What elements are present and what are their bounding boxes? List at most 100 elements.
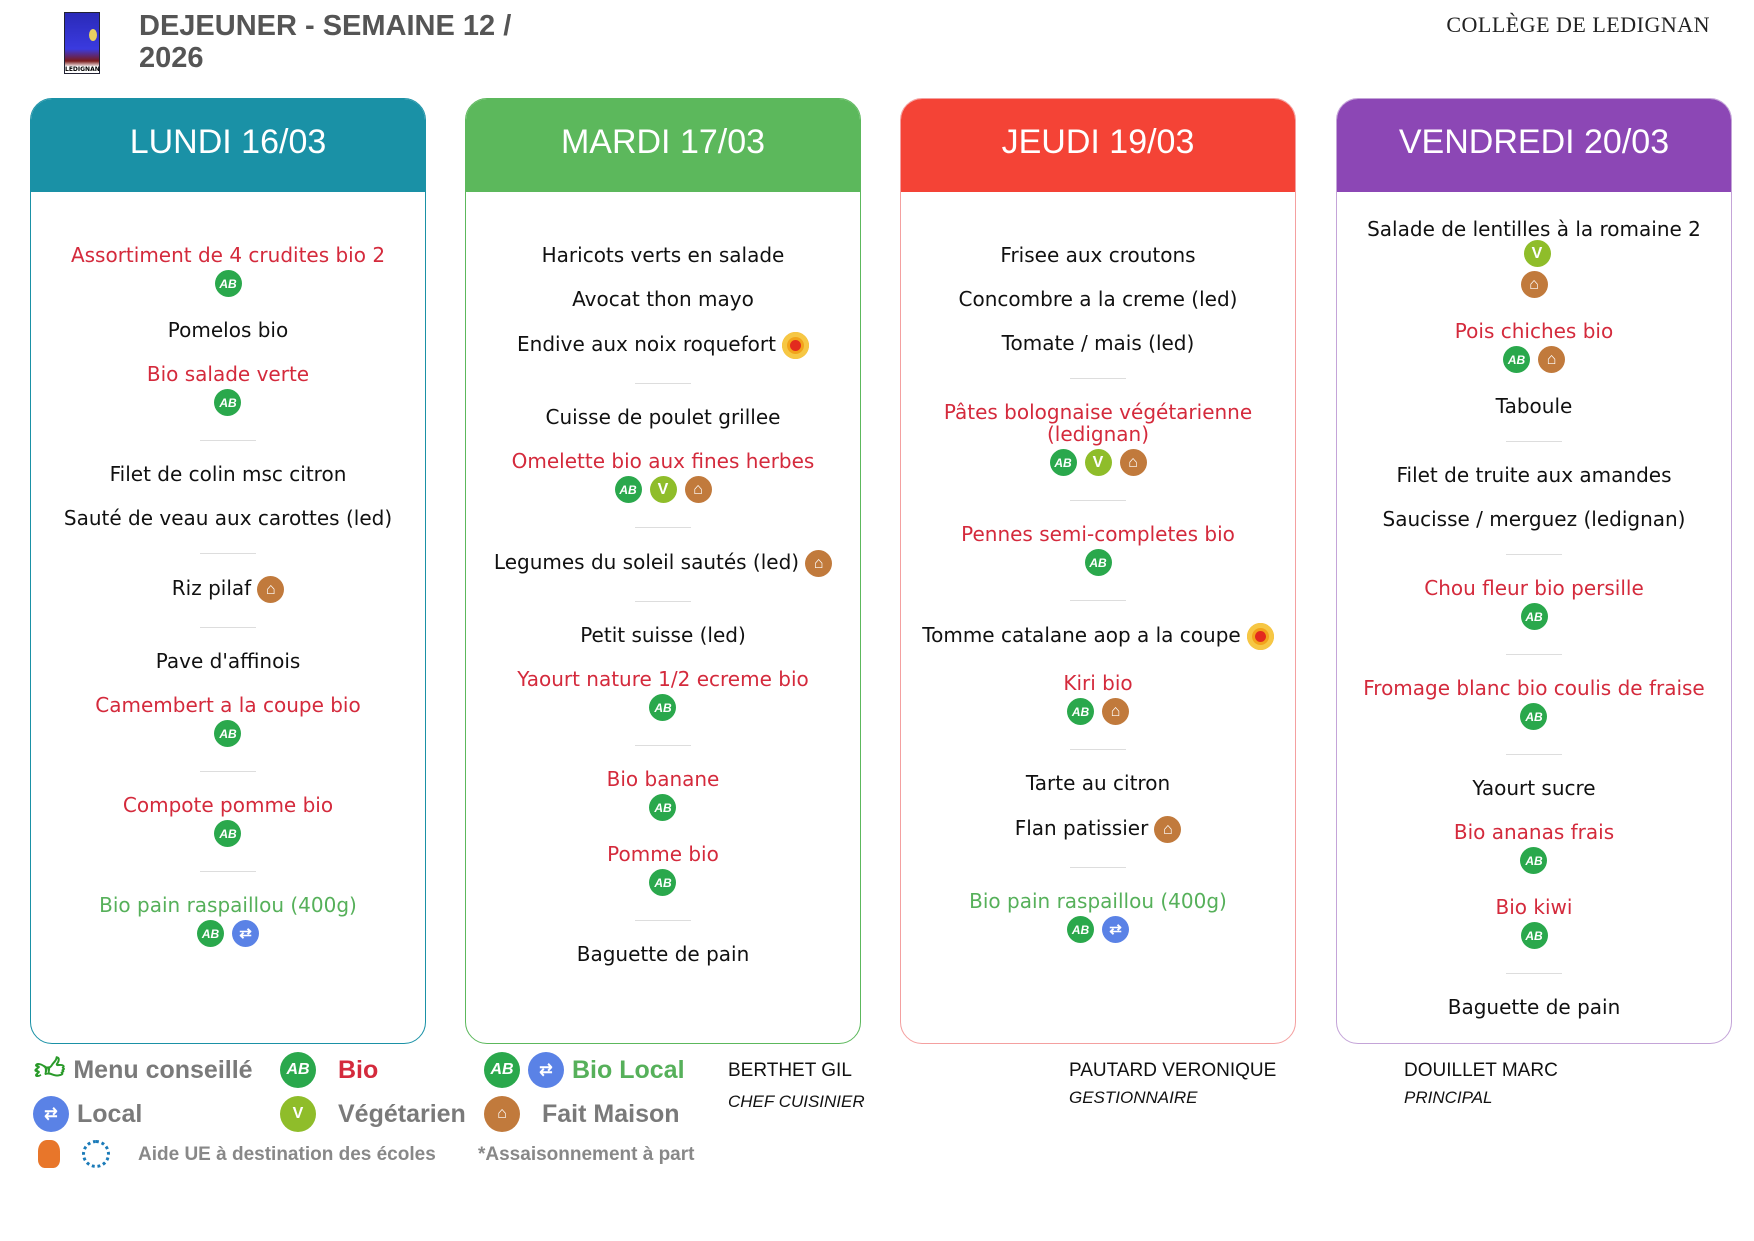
menu-item-name: Flan patissier bbox=[1014, 816, 1149, 840]
menu-item-name: Concombre a la creme (led) bbox=[958, 287, 1238, 311]
vegetarian-leaf-icon: V bbox=[649, 476, 677, 503]
course-divider bbox=[200, 553, 256, 554]
menu-item: Endive aux noix roquefort bbox=[497, 332, 829, 359]
bio-icon: AB bbox=[649, 794, 677, 821]
menu-item-name: Bio pain raspaillou (400g) bbox=[969, 889, 1227, 913]
legend-label: Local bbox=[77, 1099, 143, 1128]
menu-item-name: Pomme bio bbox=[607, 842, 719, 866]
label-icons: AB bbox=[517, 694, 809, 721]
aop-label-icon bbox=[781, 332, 809, 359]
menu-item-name: Filet de truite aux amandes bbox=[1396, 463, 1672, 487]
menu-item-name: Pomelos bio bbox=[167, 318, 289, 342]
menu-item-name: Pâtes bolognaise végétarienne (ledignan) bbox=[943, 400, 1253, 446]
menu-item: Filet de colin msc citron bbox=[90, 463, 367, 485]
menu-item-name: Cuisse de poulet grillee bbox=[545, 405, 781, 429]
bio-icon: AB bbox=[614, 476, 642, 503]
menu-item: Baguette de pain bbox=[557, 943, 770, 965]
local-handshake-icon: ⇄ bbox=[232, 920, 259, 947]
course-divider bbox=[200, 440, 256, 441]
logo-text: LEDIGNAN bbox=[65, 66, 100, 73]
menu-item-name: Compote pomme bio bbox=[122, 793, 334, 817]
label-icons: AB bbox=[71, 270, 385, 297]
menu-item-name: Sauté de veau aux carottes (led) bbox=[63, 506, 393, 530]
label-icons: AB bbox=[147, 389, 309, 416]
bio-icon: AB bbox=[649, 694, 677, 721]
thumbs-up-icon: 👍︎ bbox=[34, 1053, 66, 1086]
menu-item-name: Avocat thon mayo bbox=[572, 287, 754, 311]
local-handshake-icon: ⇄ bbox=[33, 1096, 69, 1132]
menu-item: Sauté de veau aux carottes (led) bbox=[44, 507, 412, 529]
house-made-icon: ⌂ bbox=[684, 476, 712, 503]
menu-item-name: Legumes du soleil sautés (led) bbox=[493, 550, 800, 574]
house-made-icon: ⌂ bbox=[1537, 346, 1565, 373]
label-icons: AB ⇄ bbox=[99, 920, 357, 947]
bio-icon: AB bbox=[197, 920, 224, 947]
label-icons: AB bbox=[961, 549, 1235, 576]
label-icons: AB bbox=[607, 794, 720, 821]
menu-item: Legumes du soleil sautés (led)⌂ bbox=[474, 550, 852, 577]
legend-label: Végétarien bbox=[338, 1099, 466, 1128]
menu-item: Concombre a la creme (led) bbox=[939, 288, 1258, 310]
signatory-role: PRINCIPAL bbox=[1404, 1088, 1493, 1107]
menu-item-name: Chou fleur bio persille bbox=[1424, 576, 1644, 600]
label-icons: AB bbox=[1454, 847, 1614, 874]
local-handshake-icon: ⇄ bbox=[1102, 916, 1129, 943]
course-divider bbox=[1506, 441, 1562, 442]
label-icons: AB bbox=[123, 820, 333, 847]
house-made-icon: ⌂ bbox=[1154, 816, 1182, 843]
menu-item: Petit suisse (led) bbox=[560, 624, 766, 646]
menu-item-name: Kiri bio bbox=[1063, 671, 1133, 695]
menu-item: Cuisse de poulet grillee bbox=[526, 406, 801, 428]
school-logo: LEDIGNAN bbox=[64, 12, 100, 74]
label-icons: AB bbox=[1424, 603, 1644, 630]
bio-icon: AB bbox=[214, 720, 242, 747]
course-divider bbox=[635, 601, 691, 602]
menu-item: Haricots verts en salade bbox=[522, 244, 805, 266]
course-divider bbox=[200, 627, 256, 628]
legend-label: Bio Local bbox=[572, 1055, 685, 1084]
course-divider bbox=[1506, 754, 1562, 755]
label-icons: AB bbox=[1496, 922, 1573, 949]
course-divider bbox=[635, 383, 691, 384]
label-icons: AB bbox=[1363, 703, 1705, 730]
bio-icon: AB bbox=[1067, 916, 1094, 943]
menu-item-name: Saucisse / merguez (ledignan) bbox=[1382, 507, 1686, 531]
menu-item: Tomate / mais (led) bbox=[982, 332, 1215, 354]
vegetarian-leaf-icon: V bbox=[1084, 449, 1112, 476]
menu-item-name: Camembert a la coupe bio bbox=[95, 693, 361, 717]
label-icons: AB V ⌂ bbox=[512, 476, 815, 503]
menu-item-name: Fromage blanc bio coulis de fraise bbox=[1363, 676, 1705, 700]
menu-item-name: Omelette bio aux fines herbes bbox=[511, 449, 815, 473]
menu-item-name: Bio kiwi bbox=[1495, 895, 1573, 919]
label-icons: AB bbox=[607, 869, 719, 896]
bio-icon: AB bbox=[1520, 703, 1548, 730]
house-made-icon: ⌂ bbox=[1101, 698, 1129, 725]
label-icons: AB ⇄ bbox=[969, 916, 1227, 943]
course-divider bbox=[635, 745, 691, 746]
day-header: VENDREDI 20/03 bbox=[1337, 99, 1731, 192]
label-icons: AB⌂ bbox=[1455, 346, 1613, 373]
legend-fait-maison: ⌂Fait Maison bbox=[484, 1096, 680, 1132]
menu-item-name: Assortiment de 4 crudites bio 2 bbox=[70, 243, 386, 267]
legend-bio-local: AB⇄Bio Local bbox=[484, 1052, 685, 1088]
menu-item-name: Bio banane bbox=[606, 767, 720, 791]
label-icons: ⌂ bbox=[1357, 271, 1711, 298]
course-divider bbox=[200, 771, 256, 772]
menu-item-name: Yaourt nature 1/2 ecreme bio bbox=[517, 667, 809, 691]
bio-icon: AB bbox=[1520, 847, 1548, 874]
menu-item-name: Bio salade verte bbox=[146, 362, 310, 386]
menu-item: Flan patissier⌂ bbox=[995, 816, 1202, 843]
